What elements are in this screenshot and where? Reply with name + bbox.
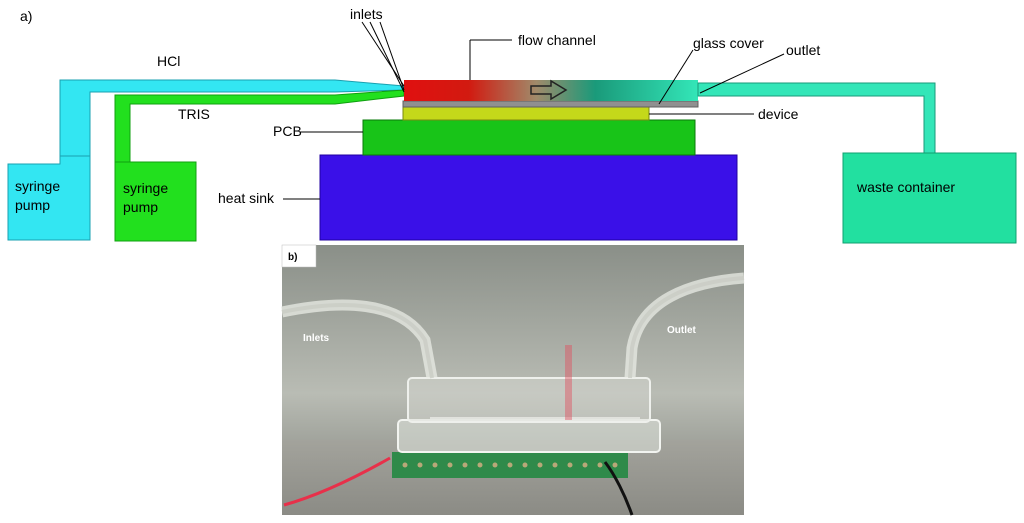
- heat-sink-label: heat sink: [218, 190, 275, 206]
- waste-container: [842, 152, 1017, 244]
- hcl-label: HCl: [157, 53, 180, 69]
- photo-outlet-tube-inner: [628, 276, 745, 379]
- panel-a-label: a): [20, 8, 32, 24]
- tris-label: TRIS: [178, 106, 210, 122]
- hcl-tube: [59, 79, 405, 165]
- pcb: [362, 119, 696, 156]
- inlets-label: inlets: [350, 6, 383, 22]
- waste-tube: [697, 82, 936, 154]
- syringe-pump-2-label-line2: pump: [123, 199, 158, 215]
- panel-a: a) syringe pump HCl syringe pump TRIS he…: [7, 6, 1017, 244]
- syringe-pump-1: [7, 155, 91, 241]
- device-label: device: [758, 106, 799, 122]
- waste-container-label: waste container: [856, 179, 955, 195]
- outlet-leader: [699, 53, 785, 94]
- glass-cover-leader: [658, 49, 694, 105]
- inlets-leader-2: [369, 21, 405, 93]
- photo-device-top: [407, 377, 651, 423]
- syringe-pump-2: [114, 161, 197, 242]
- syringe-pump-1-label-line1: syringe: [15, 178, 60, 194]
- photo-inlets-label: Inlets: [303, 333, 330, 344]
- tris-tube: [114, 89, 405, 163]
- photo-inlet-tube-inner: [281, 303, 434, 379]
- outlet-label: outlet: [786, 42, 820, 58]
- inlets-leader-3: [379, 21, 405, 91]
- syringe-pump-1-label-line2: pump: [15, 197, 50, 213]
- photo-device-base: [397, 419, 661, 453]
- panel-b-label: b): [288, 252, 297, 263]
- flow-direction-arrow: [530, 79, 568, 101]
- pcb-label: PCB: [273, 123, 302, 139]
- glass-cover-label: glass cover: [693, 35, 764, 51]
- heat-sink: [319, 154, 738, 241]
- flow-channel: [404, 80, 698, 101]
- photo-red-wire: [283, 456, 391, 507]
- flow-channel-label: flow channel: [518, 32, 596, 48]
- device: [402, 106, 650, 121]
- photo-outlet-label: Outlet: [667, 325, 697, 336]
- panel-b-label-box: [281, 244, 317, 268]
- panel-b-photo: b) Inlets Outlet: [280, 244, 745, 516]
- inlets-leader-1: [361, 21, 405, 87]
- photo-red-glow: [565, 345, 572, 420]
- glass-cover: [402, 100, 699, 108]
- syringe-pump-2-label-line1: syringe: [123, 180, 168, 196]
- photo-black-wire: [603, 461, 634, 516]
- photo-pcb-pads: [402, 462, 618, 468]
